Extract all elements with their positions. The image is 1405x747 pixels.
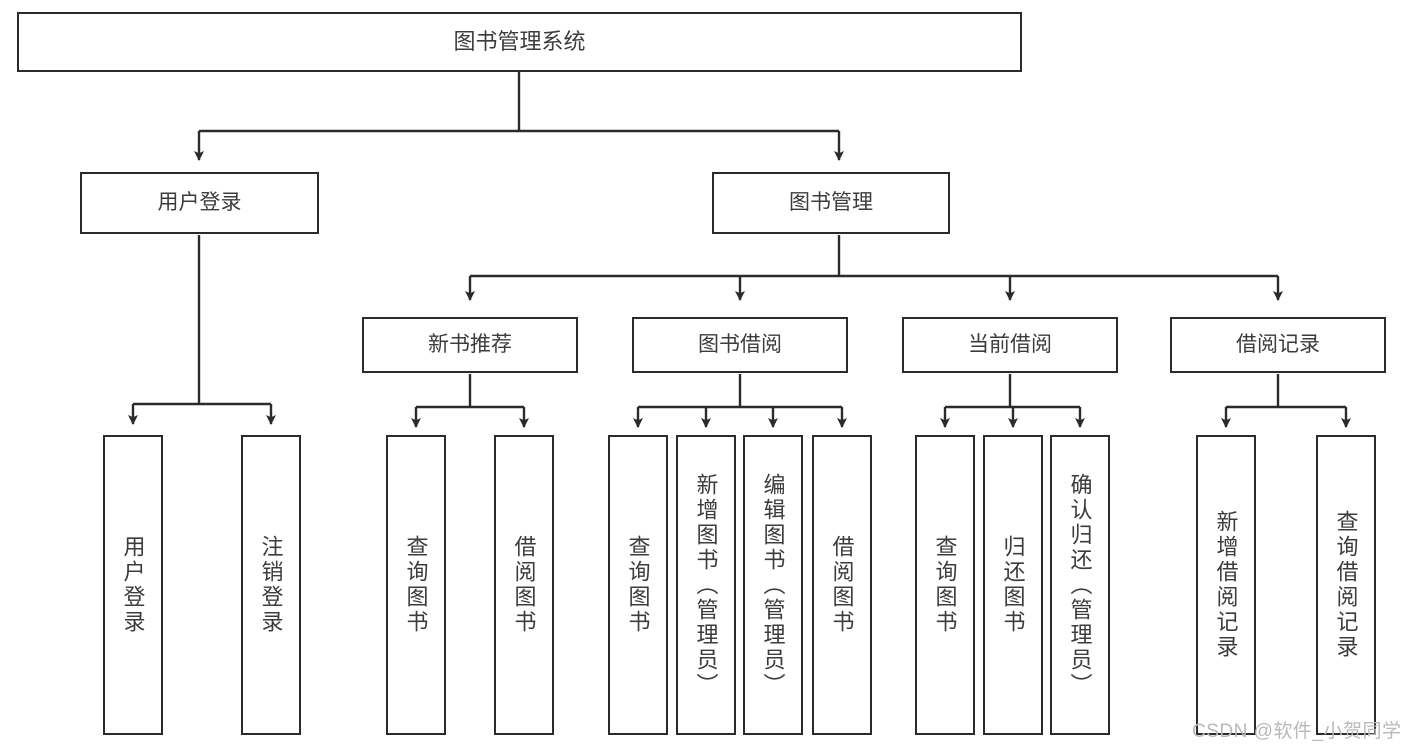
node-label: 借阅图书	[511, 535, 537, 635]
node-label: 用户登录	[157, 190, 242, 214]
node-new-book-recommend[interactable]: 新书推荐	[362, 317, 578, 373]
leaf-query-book-3[interactable]: 查询图书	[915, 435, 975, 735]
node-label: 借阅图书	[829, 535, 855, 635]
leaf-query-record[interactable]: 查询借阅记录	[1316, 435, 1376, 735]
leaf-query-book-1[interactable]: 查询图书	[386, 435, 446, 735]
watermark-text: CSDN @软件_小贺同学	[1192, 721, 1402, 742]
node-label: 查询图书	[932, 535, 958, 635]
node-label: 查询借阅记录	[1333, 510, 1359, 660]
node-current-borrow[interactable]: 当前借阅	[902, 317, 1118, 373]
leaf-borrow-book-2[interactable]: 借阅图书	[812, 435, 872, 735]
node-user-login[interactable]: 用户登录	[80, 172, 319, 234]
leaf-return-book[interactable]: 归还图书	[983, 435, 1043, 735]
leaf-edit-book[interactable]: 编辑图书（管理员）	[743, 435, 803, 735]
leaf-add-record[interactable]: 新增借阅记录	[1196, 435, 1256, 735]
node-label: 当前借阅	[968, 332, 1052, 356]
node-label: 用户登录	[120, 535, 146, 635]
leaf-add-book[interactable]: 新增图书（管理员）	[676, 435, 736, 735]
leaf-confirm-return[interactable]: 确认归还（管理员）	[1050, 435, 1110, 735]
node-label: 归还图书	[1000, 535, 1026, 635]
node-label: 图书借阅	[698, 332, 782, 356]
node-label: 编辑图书（管理员）	[760, 472, 786, 698]
node-label: 查询图书	[403, 535, 429, 635]
node-book-management[interactable]: 图书管理	[712, 172, 950, 234]
node-label: 图书管理系统	[453, 29, 586, 55]
leaf-borrow-book-1[interactable]: 借阅图书	[494, 435, 554, 735]
node-label: 新增图书（管理员）	[693, 472, 719, 698]
leaf-query-book-2[interactable]: 查询图书	[608, 435, 668, 735]
node-borrow-record[interactable]: 借阅记录	[1170, 317, 1386, 373]
node-label: 新增借阅记录	[1213, 510, 1239, 660]
leaf-user-login[interactable]: 用户登录	[103, 435, 163, 735]
node-label: 确认归还（管理员）	[1067, 472, 1093, 698]
node-label: 注销登录	[258, 535, 284, 635]
node-label: 借阅记录	[1236, 332, 1320, 356]
node-label: 新书推荐	[428, 332, 512, 356]
leaf-logout-login[interactable]: 注销登录	[241, 435, 301, 735]
node-book-borrow[interactable]: 图书借阅	[632, 317, 848, 373]
node-label: 图书管理	[789, 190, 873, 214]
node-label: 查询图书	[625, 535, 651, 635]
node-root-book-management-system[interactable]: 图书管理系统	[17, 12, 1022, 72]
